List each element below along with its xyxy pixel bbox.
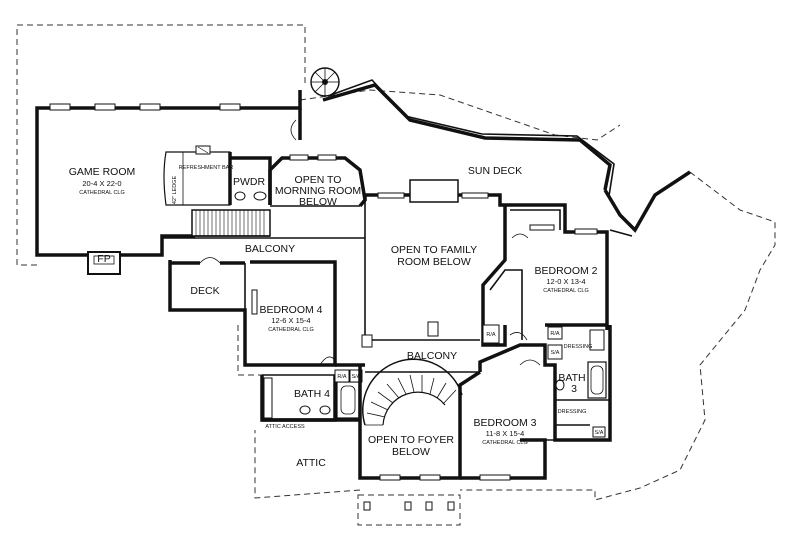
balcony-mid-label: BALCONY	[407, 350, 457, 362]
bedroom4-dims: 12-6 X 15-4	[271, 316, 310, 325]
refreshment-bar-label: REFRESHMENT BAR	[179, 165, 234, 171]
bedroom2-label: BEDROOM 2	[534, 265, 597, 277]
bath4-label: BATH 4	[294, 388, 330, 400]
open-family-line2: ROOM BELOW	[397, 256, 471, 268]
sa-label-2: S/A	[551, 350, 560, 356]
open-morning-line1: OPEN TO	[295, 174, 342, 186]
fireplace	[87, 251, 121, 275]
bedroom2-dims: 12-0 X 13-4	[546, 277, 585, 286]
bath3-line2: 3	[571, 383, 577, 395]
game-room-label: GAME ROOM	[69, 166, 136, 178]
open-foyer-line2: BELOW	[392, 446, 430, 458]
ra-label-3: R/A	[550, 331, 560, 337]
sun-deck-wall	[322, 79, 691, 237]
game-room-dims: 20-4 X 22-0	[82, 179, 121, 188]
sun-deck-label: SUN DECK	[468, 165, 522, 177]
ra-label-1: R/A	[486, 332, 496, 338]
labels: GAME ROOM 20-4 X 22-0 CATHEDRAL CLG REFR…	[69, 165, 604, 469]
balcony-top-rail	[162, 235, 365, 239]
bath3-line1: BATH	[558, 372, 585, 384]
sa-label-1: S/A	[352, 374, 361, 380]
ra-label-2: R/A	[337, 374, 347, 380]
deck-and-bedroom-4	[168, 257, 337, 367]
bath-3	[547, 325, 612, 442]
open-morning-line3: BELOW	[299, 196, 337, 208]
bedroom3-label: BEDROOM 3	[473, 417, 536, 429]
attic-label: ATTIC	[296, 457, 326, 469]
dressing-label-2: DRESSING	[558, 409, 587, 415]
ledge-label: 42" LEDGE	[172, 176, 178, 205]
open-foyer-line1: OPEN TO FOYER	[368, 434, 454, 446]
pwdr-label: PWDR	[233, 176, 265, 188]
bedroom2-note: CATHEDRAL CLG	[543, 288, 589, 294]
balcony-top-label: BALCONY	[245, 243, 295, 255]
bedroom3-note: CATHEDRAL CLG	[482, 440, 528, 446]
open-morning-line2: MORNING ROOM	[275, 185, 361, 197]
sa-label-3: S/A	[595, 430, 604, 436]
game-room-note: CATHEDRAL CLG	[79, 190, 125, 196]
deck-label: DECK	[190, 285, 219, 297]
bedroom-2	[481, 203, 609, 347]
bedroom4-label: BEDROOM 4	[259, 304, 322, 316]
bedroom3-dims: 11-8 X 15-4	[486, 429, 525, 438]
spiral-stair-top	[310, 67, 340, 97]
fp-label: FP	[97, 253, 110, 265]
dressing-label-1: DRESSING	[564, 344, 593, 350]
attic-access-label: ATTIC ACCESS	[265, 424, 305, 430]
refreshment-bar	[163, 145, 231, 206]
game-room	[35, 90, 302, 257]
bedroom4-note: CATHEDRAL CLG	[268, 327, 314, 333]
open-family-line1: OPEN TO FAMILY	[391, 244, 477, 256]
stair-game-room	[191, 205, 360, 237]
dashed-outlines	[16, 24, 776, 526]
open-to-family-room	[361, 179, 505, 348]
